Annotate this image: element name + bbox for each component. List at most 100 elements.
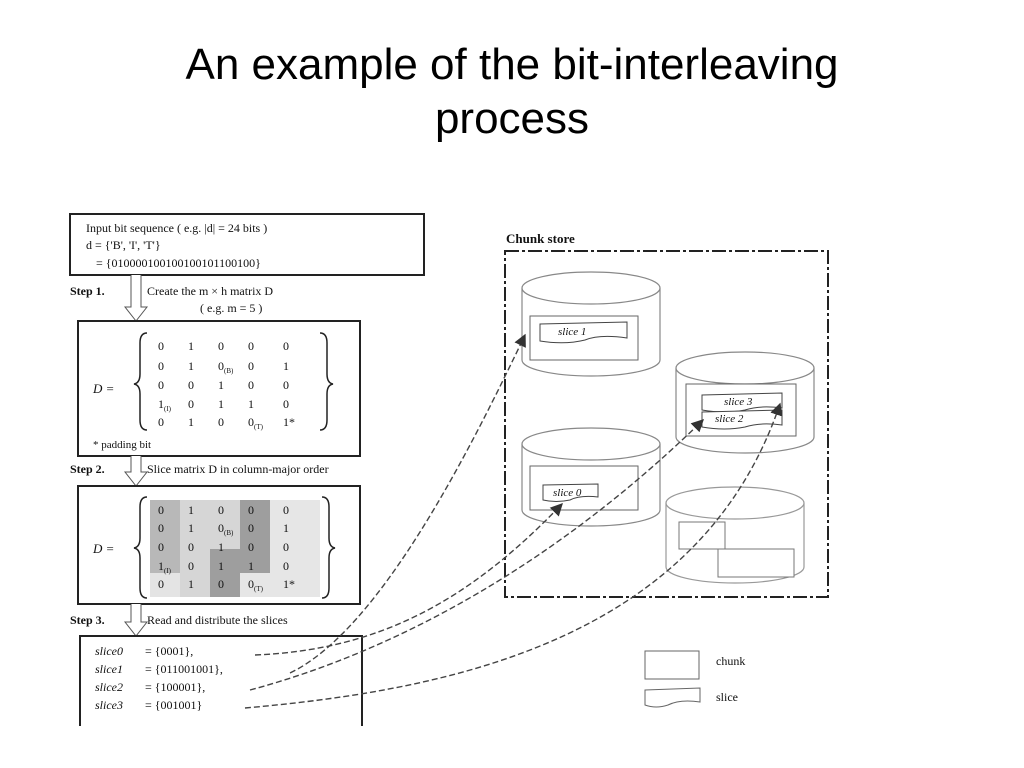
chunk: [717, 548, 795, 578]
left-brace-2: [133, 496, 148, 599]
matrix-cell: 1: [188, 577, 194, 591]
storage-node-3: slice 0: [521, 427, 661, 527]
matrix-label-2: D =: [92, 541, 114, 556]
matrix-cell: 1*: [283, 415, 295, 429]
slice-row-3: slice3 = {001001}: [95, 698, 202, 712]
matrix-cell: 1: [188, 339, 194, 353]
legend-slice-label: slice: [716, 690, 738, 704]
matrix-cell: 1: [188, 503, 194, 517]
shade-slice1-b: [210, 500, 240, 549]
matrix-cell: 0: [218, 503, 224, 517]
matrix-cell: 0: [248, 503, 254, 517]
shade-slice1-a: [180, 500, 210, 597]
step1-text-line2: ( e.g. m = 5 ): [200, 301, 262, 315]
matrix-cell: 1: [248, 397, 254, 411]
slice-row-1: slice1 = {011001001},: [95, 662, 223, 676]
right-brace-2: [321, 496, 336, 599]
step2-arrow: [123, 456, 149, 487]
matrix-cell: 0: [218, 577, 224, 591]
matrix-cell: 0: [248, 378, 254, 392]
matrix-cell: 0: [188, 540, 194, 554]
arrow-slice0: [254, 502, 563, 656]
matrix-cell: 0: [248, 339, 254, 353]
matrix-cell: 0: [158, 521, 164, 535]
step1-arrow: [123, 275, 149, 322]
chunk-store-border: [504, 250, 829, 598]
matrix-cell: 0: [283, 559, 289, 573]
legend: chunk slice: [644, 650, 745, 708]
step3-arrow: [123, 604, 149, 637]
slice-value-1: = {011001001},: [145, 662, 223, 676]
matrix-cell: 0: [158, 540, 164, 554]
matrix-cell: 1: [188, 415, 194, 429]
matrix-cell: 0: [158, 415, 164, 429]
matrix-cell: 1: [188, 521, 194, 535]
slice-label-0: slice 0: [553, 487, 582, 499]
step1-label: Step 1.: [70, 284, 105, 298]
step2-text: Slice matrix D in column-major order: [147, 462, 329, 476]
matrix-cell: 0: [158, 378, 164, 392]
matrix-cell: 0: [188, 397, 194, 411]
matrix-cell: 0: [188, 378, 194, 392]
matrix-cell: 1: [218, 559, 224, 573]
legend-slice-icon: [644, 687, 701, 708]
slice-value-3: = {001001}: [145, 698, 202, 712]
matrix-cell: 0: [283, 540, 289, 554]
arrow-slice1: [289, 333, 526, 674]
slide-title-line2: process: [434, 94, 590, 143]
matrix-cell: 1: [248, 559, 254, 573]
matrix-cell: 0: [248, 521, 254, 535]
input-box: Input bit sequence ( e.g. |d| = 24 bits …: [69, 213, 425, 276]
matrix-cell: 1: [218, 397, 224, 411]
matrix-cell: 1*: [283, 577, 295, 591]
padding-note: * padding bit: [93, 439, 151, 451]
chunk: [678, 521, 726, 550]
matrix-cell: 1: [283, 359, 289, 373]
slice-label-2: slice 2: [715, 413, 744, 425]
matrix-cell: 1: [283, 521, 289, 535]
slide-title-line1: An example of the bit-interleaving: [185, 40, 839, 89]
matrix-cell: 0: [158, 577, 164, 591]
legend-chunk-label: chunk: [716, 654, 745, 668]
matrix-cell: 0: [218, 339, 224, 353]
matrix-cell: 0: [158, 359, 164, 373]
slice-value-0: = {0001},: [145, 644, 193, 658]
step3-text: Read and distribute the slices: [147, 613, 288, 627]
storage-node-2: slice 3 slice 2: [675, 351, 815, 454]
slice-name-0: slice0: [95, 644, 123, 658]
slice-row-2: slice2 = {100001},: [95, 680, 205, 694]
matrix-cell: 0: [248, 359, 254, 373]
matrix-cell: 1: [218, 378, 224, 392]
matrix-cell: 0: [158, 339, 164, 353]
distribution-arrows: [244, 333, 783, 709]
storage-node-4: [665, 486, 805, 584]
step2-label: Step 2.: [70, 462, 105, 476]
storage-node-1: slice 1: [521, 271, 661, 377]
slice-shape: [542, 483, 599, 502]
shade-slice3-b: [270, 500, 320, 597]
slice-shading: [150, 500, 320, 597]
slice-name-2: slice2: [95, 680, 123, 694]
left-brace-1: [133, 332, 148, 431]
legend-chunk-icon: [644, 650, 700, 680]
slice-shape: [701, 409, 783, 430]
slice-row-0: slice0 = {0001},: [95, 644, 193, 658]
slice-label-3: slice 3: [724, 396, 753, 408]
arrow-slice2: [249, 419, 705, 691]
shade-slice2-a: [210, 549, 240, 597]
shade-slice0-tail: [150, 573, 180, 597]
slice-shape: [539, 321, 628, 344]
matrix-cell: 0: [283, 503, 289, 517]
slice-label-1: slice 1: [558, 326, 586, 338]
input-line-1: Input bit sequence ( e.g. |d| = 24 bits …: [86, 221, 267, 235]
matrix-cell: 0: [188, 559, 194, 573]
matrix-cell: 1: [218, 540, 224, 554]
matrix-cell: 0: [248, 540, 254, 554]
right-brace-1: [319, 332, 334, 431]
matrix-cell: 0: [158, 503, 164, 517]
chunk-store-label: Chunk store: [506, 231, 575, 246]
